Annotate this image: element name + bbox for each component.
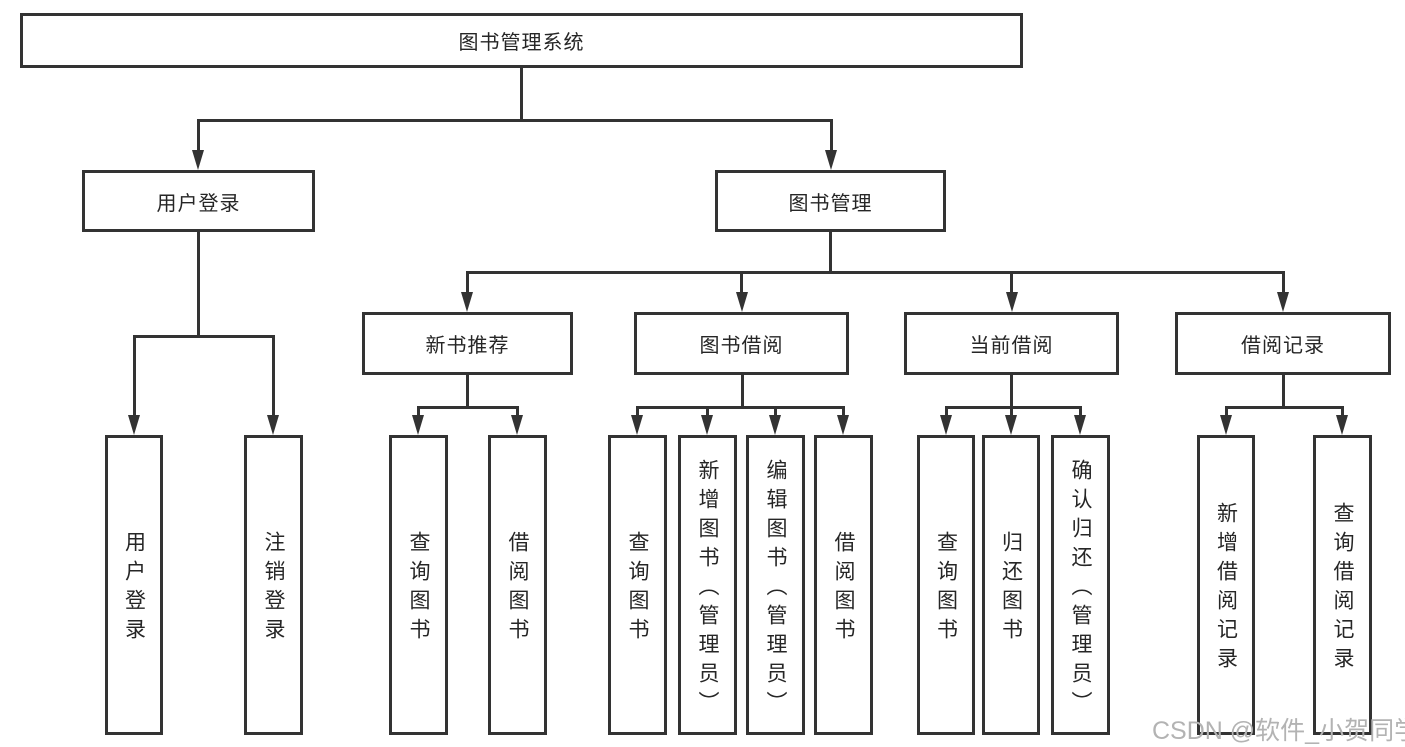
arrow-down-icon [192, 150, 204, 170]
arrow-down-icon [1277, 292, 1289, 312]
arrow-down-icon [940, 415, 952, 435]
node-label: 借阅图书 [832, 531, 855, 647]
connector-line [132, 335, 275, 338]
connector-line [944, 406, 1082, 409]
connector-line [1010, 271, 1013, 294]
leaf-query-books-3: 查询图书 [917, 435, 975, 735]
connector-line [1281, 375, 1285, 408]
arrow-down-icon [461, 292, 473, 312]
connector-line [416, 406, 420, 417]
connector-line [465, 271, 469, 294]
node-label: 查询借阅记录 [1331, 502, 1354, 676]
csdn-watermark: CSDN @软件_小贺同学 [1152, 717, 1405, 745]
connector-line [196, 232, 200, 336]
arrow-down-icon [825, 150, 837, 170]
node-label: 查询图书 [407, 531, 430, 647]
arrow-down-icon [128, 415, 140, 435]
leaf-query-books-1: 查询图书 [389, 435, 448, 735]
arrow-down-icon [631, 415, 643, 435]
leaf-add-borrow-record: 新增借阅记录 [1197, 435, 1255, 735]
node-root-system: 图书管理系统 [20, 13, 1023, 68]
leaf-user-login: 用户登录 [105, 435, 163, 735]
node-label: 归还图书 [999, 531, 1023, 647]
connector-line [841, 406, 845, 417]
connector-line [829, 232, 832, 273]
arrow-down-icon [1220, 415, 1232, 435]
node-book-management: 图书管理 [715, 170, 946, 232]
arrow-down-icon [1074, 415, 1086, 435]
connector-line [740, 375, 744, 408]
connector-line [196, 119, 200, 152]
node-label: 图书借阅 [699, 335, 784, 357]
connector-line [465, 271, 1285, 274]
node-label: 新书推荐 [425, 335, 510, 357]
connector-line [1224, 406, 1344, 409]
node-label: 确认归还（管理员） [1069, 458, 1092, 720]
leaf-return-books: 归还图书 [982, 435, 1040, 735]
node-label: 编辑图书（管理员） [764, 458, 787, 720]
connector-line [635, 406, 639, 417]
leaf-logout: 注销登录 [244, 435, 303, 735]
node-current-borrow: 当前借阅 [904, 312, 1119, 375]
connector-line [1340, 406, 1344, 417]
arrow-down-icon [1005, 415, 1017, 435]
leaf-edit-books-admin: 编辑图书（管理员） [746, 435, 805, 735]
connector-line [740, 271, 743, 294]
leaf-query-books-2: 查询图书 [608, 435, 667, 735]
node-label: 查询图书 [626, 531, 649, 647]
node-book-borrow: 图书借阅 [634, 312, 849, 375]
arrow-down-icon [511, 415, 523, 435]
leaf-query-borrow-record: 查询借阅记录 [1313, 435, 1372, 735]
connector-line [1224, 406, 1228, 417]
arrow-down-icon [1005, 292, 1018, 312]
leaf-confirm-return-admin: 确认归还（管理员） [1051, 435, 1110, 735]
node-label: 注销登录 [262, 531, 285, 647]
node-label: 查询图书 [934, 531, 958, 647]
connector-line [635, 406, 845, 409]
node-label: 新增借阅记录 [1214, 502, 1238, 676]
leaf-borrow-books-2: 借阅图书 [814, 435, 873, 735]
connector-line [132, 335, 136, 417]
connector-line [1009, 406, 1013, 417]
node-label: 用户登录 [156, 192, 241, 215]
leaf-borrow-books-1: 借阅图书 [488, 435, 547, 735]
node-borrow-records: 借阅记录 [1175, 312, 1391, 375]
arrow-down-icon [267, 415, 279, 435]
node-user-login: 用户登录 [82, 170, 315, 232]
connector-line [705, 406, 709, 417]
connector-line [519, 68, 523, 119]
connector-line [1010, 375, 1013, 408]
node-label: 图书管理系统 [458, 32, 585, 54]
connector-line [466, 375, 469, 408]
connector-line [515, 406, 519, 417]
arrow-down-icon [837, 415, 849, 435]
node-label: 图书管理 [788, 192, 873, 215]
node-label: 借阅图书 [506, 531, 529, 647]
arrow-down-icon [701, 415, 713, 435]
connector-line [271, 335, 275, 417]
arrow-down-icon [1336, 415, 1348, 435]
node-new-book-recommend: 新书推荐 [362, 312, 573, 375]
connector-line [1078, 406, 1082, 417]
node-label: 借阅记录 [1241, 335, 1325, 357]
arrow-down-icon [769, 415, 781, 435]
node-label: 新增图书（管理员） [696, 458, 719, 720]
leaf-add-books-admin: 新增图书（管理员） [678, 435, 737, 735]
connector-line [196, 119, 832, 122]
arrow-down-icon [735, 292, 748, 312]
connector-line [773, 406, 777, 417]
node-label: 当前借阅 [969, 335, 1054, 357]
node-label: 用户登录 [122, 531, 146, 647]
connector-line [944, 406, 948, 417]
connector-line [416, 406, 519, 409]
connector-line [829, 119, 833, 152]
arrow-down-icon [412, 415, 424, 435]
connector-line [1281, 271, 1285, 294]
